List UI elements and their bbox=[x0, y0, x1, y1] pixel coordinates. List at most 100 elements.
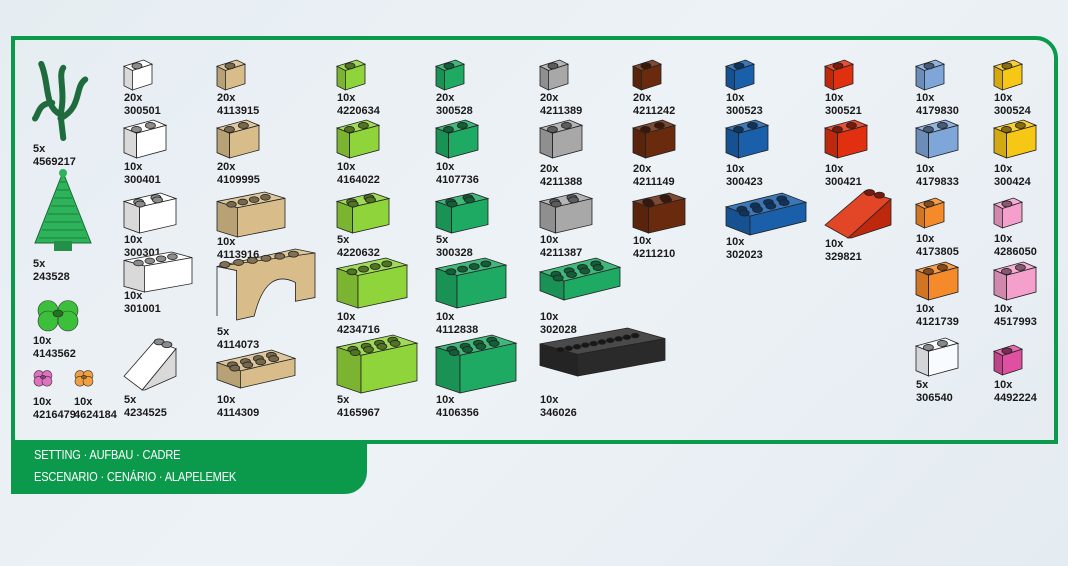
part-quantity: 10x bbox=[633, 235, 652, 247]
part-number: 302028 bbox=[540, 323, 577, 336]
part-number: 329821 bbox=[825, 250, 862, 263]
part-number: 300401 bbox=[124, 173, 161, 186]
leaf-piece-icon bbox=[33, 300, 83, 335]
brick1x2-piece-icon bbox=[724, 119, 770, 163]
part-quantity: 10x bbox=[436, 311, 455, 323]
brick1x1-piece-icon bbox=[122, 59, 154, 95]
brick1x2-piece-icon bbox=[992, 261, 1038, 305]
part-number: 4234525 bbox=[124, 406, 167, 419]
part-quantity: 10x bbox=[726, 163, 745, 175]
brick1x1-piece-icon bbox=[538, 59, 570, 95]
part-quantity: 10x bbox=[916, 163, 935, 175]
part-number: 300328 bbox=[436, 246, 473, 259]
category-title-line1: SETTING · AUFBAU · CADRE bbox=[34, 447, 181, 462]
part-number: 4114309 bbox=[217, 406, 260, 419]
brick1x2-piece-icon bbox=[914, 337, 960, 381]
plate1x10-piece-icon bbox=[539, 327, 666, 381]
part-quantity: 5x bbox=[436, 234, 449, 246]
part-quantity: 10x bbox=[33, 335, 52, 347]
category-tab: SETTING · AUFBAU · CADRE ESCENARIO · CEN… bbox=[11, 440, 367, 494]
part-number: 4211242 bbox=[633, 104, 676, 117]
brick1x2-piece-icon bbox=[914, 119, 960, 163]
part-number: 4173805 bbox=[916, 245, 959, 258]
part-quantity: 10x bbox=[916, 233, 935, 245]
brick1x2-piece-icon bbox=[823, 119, 869, 163]
brick2x4-piece-icon bbox=[434, 334, 518, 398]
part-quantity: 10x bbox=[33, 396, 52, 408]
part-number: 4106356 bbox=[436, 406, 479, 419]
part-quantity: 10x bbox=[217, 236, 236, 248]
part-quantity: 10x bbox=[994, 163, 1013, 175]
part-number: 4220634 bbox=[337, 104, 380, 117]
brick1x2-piece-icon bbox=[914, 261, 960, 305]
part-number: 4234716 bbox=[337, 323, 380, 336]
part-quantity: 10x bbox=[994, 92, 1013, 104]
part-number: 302023 bbox=[726, 248, 763, 261]
part-quantity: 10x bbox=[337, 311, 356, 323]
part-quantity: 10x bbox=[825, 238, 844, 250]
part-quantity: 5x bbox=[33, 143, 46, 155]
part-number: 4109995 bbox=[217, 173, 260, 186]
part-quantity: 10x bbox=[994, 379, 1013, 391]
part-number: 4211387 bbox=[540, 246, 583, 259]
brick1x1-piece-icon bbox=[914, 197, 946, 233]
plate2x4-piece-icon bbox=[215, 349, 297, 393]
part-quantity: 20x bbox=[217, 161, 236, 173]
part-number: 4211149 bbox=[633, 175, 675, 188]
part-quantity: 5x bbox=[217, 326, 230, 338]
brick1x1-piece-icon bbox=[724, 59, 756, 95]
brick1x2-piece-icon bbox=[434, 119, 480, 163]
part-quantity: 10x bbox=[540, 394, 559, 406]
part-quantity: 10x bbox=[124, 234, 143, 246]
brick1x2-piece-icon bbox=[335, 119, 381, 163]
part-quantity: 10x bbox=[124, 161, 143, 173]
part-number: 4113915 bbox=[217, 104, 260, 117]
flower-piece-icon bbox=[33, 370, 53, 391]
brick1x1-piece-icon bbox=[434, 59, 466, 95]
part-number: 4113916 bbox=[217, 248, 260, 261]
part-quantity: 5x bbox=[33, 258, 46, 270]
part-quantity: 20x bbox=[540, 92, 559, 104]
part-number: 300524 bbox=[994, 104, 1031, 117]
part-number: 4569217 bbox=[33, 155, 76, 168]
brick1x1-piece-icon bbox=[914, 59, 946, 95]
slope3x2-piece-icon bbox=[824, 186, 892, 243]
part-number: 300423 bbox=[726, 175, 763, 188]
brick1x1-piece-icon bbox=[631, 59, 663, 95]
part-number: 4107736 bbox=[436, 173, 479, 186]
brick1x1-piece-icon bbox=[215, 59, 247, 95]
brick1x1-piece-icon bbox=[992, 59, 1024, 95]
part-quantity: 10x bbox=[436, 161, 455, 173]
brick2x2-piece-icon bbox=[335, 192, 391, 238]
part-number: 4179830 bbox=[916, 104, 959, 117]
part-number: 4624184 bbox=[74, 408, 117, 421]
tree-piece-icon bbox=[33, 168, 93, 258]
part-quantity: 10x bbox=[726, 236, 745, 248]
part-number: 301001 bbox=[124, 302, 161, 315]
part-quantity: 10x bbox=[124, 290, 143, 302]
part-number: 300521 bbox=[825, 104, 862, 117]
brick1x1-piece-icon bbox=[335, 59, 367, 95]
part-quantity: 5x bbox=[916, 379, 929, 391]
brick2x2-piece-icon bbox=[434, 192, 490, 238]
